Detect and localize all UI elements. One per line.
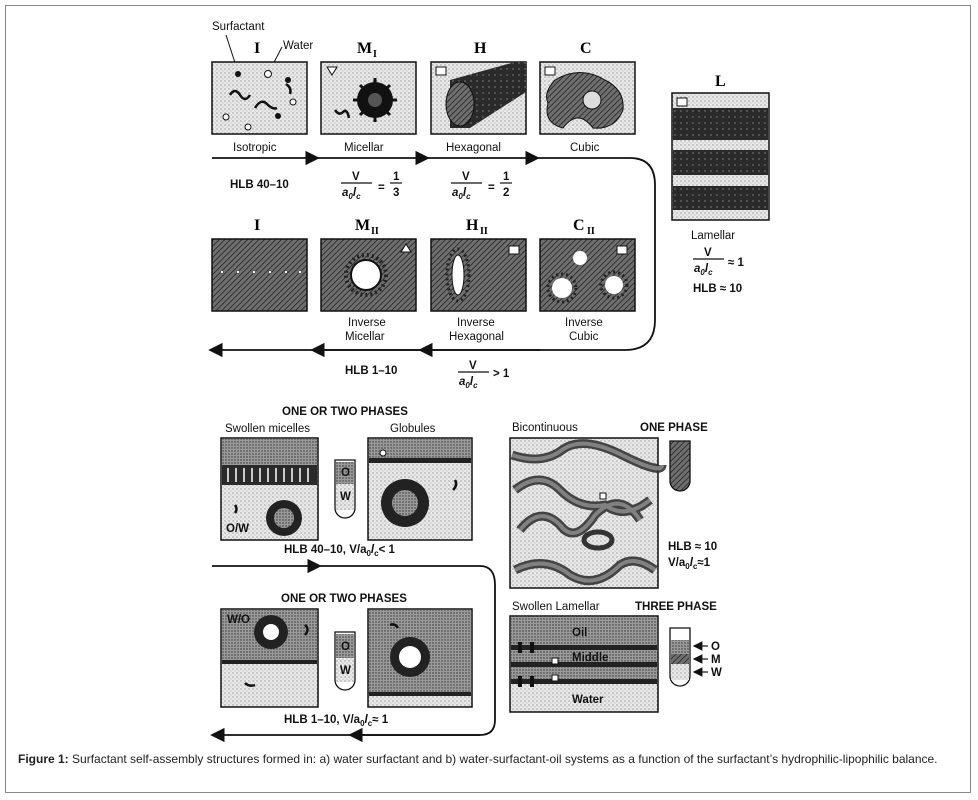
isotropic-box <box>211 61 308 135</box>
wo-box <box>220 608 319 708</box>
ratio-inverse: V a0lc > 1 <box>458 360 510 390</box>
label-one-phase: ONE PHASE <box>640 422 708 434</box>
ratio-bicontinuous: V/a0lc≈1 <box>668 557 711 571</box>
inverse-micellar-box <box>320 238 417 312</box>
label-swollen-lamellar: Swollen Lamellar <box>512 601 600 613</box>
layer-oil: Oil <box>572 627 587 639</box>
caption-text: Surfactant self-assembly structures form… <box>72 752 938 766</box>
svg-text:=: = <box>488 182 495 194</box>
tube-three-phase <box>669 627 708 687</box>
svg-text:1: 1 <box>393 171 400 183</box>
tube-three-o: O <box>711 641 720 653</box>
phase-symbol-m1: M <box>357 40 372 57</box>
swollen-micelles-box <box>220 437 319 541</box>
label-hexagonal: Hexagonal <box>446 142 501 154</box>
svg-text:a0lc: a0lc <box>452 187 471 201</box>
reverse-globules-box <box>367 608 473 708</box>
svg-text:a0lc: a0lc <box>694 263 713 277</box>
phase-symbol-h: H <box>474 40 487 57</box>
phase-symbol-l: L <box>715 73 726 90</box>
label-swollen-micelles: Swollen micelles <box>225 423 310 435</box>
phase-symbol-i: I <box>254 40 260 57</box>
tube-ow <box>334 459 356 519</box>
ratio-lamellar: V a0lc ≈ 1 <box>693 247 745 277</box>
tube-ow-o: O <box>341 467 350 479</box>
phase-symbol-m1-sub: I <box>373 49 377 60</box>
label-isotropic: Isotropic <box>233 142 277 154</box>
svg-text:1: 1 <box>503 171 510 183</box>
svg-text:3: 3 <box>393 187 399 199</box>
hlb-row1: HLB 40–10 <box>230 179 289 191</box>
inverse-hexagonal-box <box>430 238 527 312</box>
hlb-ow: HLB 40–10, V/a0lc< 1 <box>284 544 395 558</box>
svg-text:a0lc: a0lc <box>342 187 361 201</box>
tube-bicontinuous <box>669 440 691 492</box>
svg-text:V: V <box>469 360 477 372</box>
svg-text:2: 2 <box>503 187 509 199</box>
label-cubic: Cubic <box>570 142 600 154</box>
annot-water: Water <box>283 40 313 52</box>
globules-box <box>367 437 473 541</box>
hlb-row2: HLB 1–10 <box>345 365 397 377</box>
label-three-phase: THREE PHASE <box>635 601 717 613</box>
svg-text:V: V <box>462 171 470 183</box>
ratio-hexagonal: V a0lc = 1 2 <box>451 171 512 201</box>
inverse-cubic-box <box>539 238 636 312</box>
cubic-box <box>539 61 636 135</box>
title-one-or-two-phases-bottom: ONE OR TWO PHASES <box>281 593 407 605</box>
micellar-box <box>320 61 417 135</box>
label-micellar: Micellar <box>344 142 384 154</box>
label-inverse-hexagonal-2: Hexagonal <box>449 331 504 343</box>
phase-symbol-c2-sub: II <box>587 226 595 237</box>
tube-ow-w: W <box>340 491 351 503</box>
tube-three-w: W <box>711 667 722 679</box>
label-inverse-hexagonal-1: Inverse <box>457 317 495 329</box>
svg-text:> 1: > 1 <box>493 368 510 380</box>
phase-symbol-h2-sub: II <box>480 226 488 237</box>
layer-water: Water <box>572 694 604 706</box>
label-ow: O/W <box>226 523 249 535</box>
figure-frame <box>5 5 971 793</box>
flow-arrow-row1 <box>208 150 656 358</box>
hexagonal-box <box>430 61 527 135</box>
tube-wo-w: W <box>340 665 351 677</box>
label-bicontinuous: Bicontinuous <box>512 422 578 434</box>
label-globules: Globules <box>390 423 436 435</box>
annot-surfactant: Surfactant <box>212 21 265 33</box>
tube-wo-o: O <box>341 641 350 653</box>
label-inverse-micellar-1: Inverse <box>348 317 386 329</box>
phase-symbol-m2: M <box>355 217 370 234</box>
caption-label: Figure 1: <box>18 752 69 766</box>
phase-symbol-m2-sub: II <box>371 226 379 237</box>
label-lamellar: Lamellar <box>691 230 735 242</box>
swollen-lamellar-box <box>509 615 659 713</box>
hlb-lamellar: HLB ≈ 10 <box>693 283 742 295</box>
phase-symbol-h2: H <box>466 217 479 234</box>
flow-arrow-panel-b <box>210 558 496 743</box>
svg-text:=: = <box>378 182 385 194</box>
figure-caption: Figure 1: Surfactant self-assembly struc… <box>18 752 963 767</box>
tube-three-m: M <box>711 654 721 666</box>
phase-symbol-c2: C <box>573 217 585 234</box>
inverse-isotropic-box <box>211 238 308 312</box>
label-wo: W/O <box>227 614 250 626</box>
hlb-bicontinuous: HLB ≈ 10 <box>668 541 717 553</box>
title-one-or-two-phases-top: ONE OR TWO PHASES <box>282 406 408 418</box>
label-inverse-micellar-2: Micellar <box>345 331 385 343</box>
phase-symbol-i-row2: I <box>254 217 260 234</box>
svg-text:a0lc: a0lc <box>459 376 478 390</box>
svg-text:V: V <box>704 247 712 259</box>
phase-symbol-c: C <box>580 40 592 57</box>
lamellar-box <box>671 92 770 221</box>
svg-text:≈ 1: ≈ 1 <box>728 257 745 269</box>
label-inverse-cubic-1: Inverse <box>565 317 603 329</box>
ratio-micellar: V a0lc = 1 3 <box>341 171 402 201</box>
svg-text:V: V <box>352 171 360 183</box>
bicontinuous-box <box>509 437 667 589</box>
hlb-wo: HLB 1–10, V/a0lc≈ 1 <box>284 714 389 728</box>
layer-middle: Middle <box>572 652 608 664</box>
label-inverse-cubic-2: Cubic <box>569 331 599 343</box>
tube-wo <box>334 631 356 691</box>
